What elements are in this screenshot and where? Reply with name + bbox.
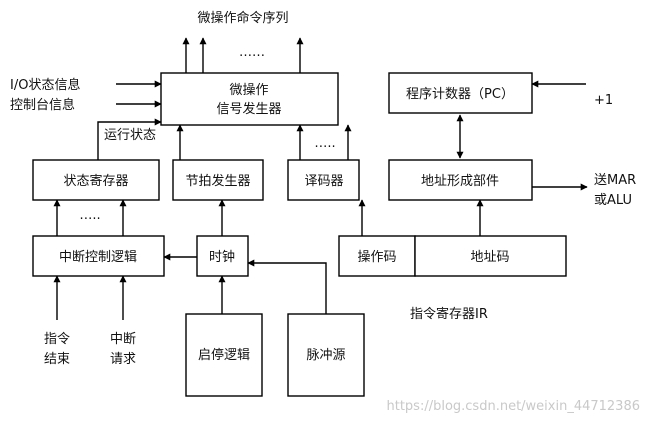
start-stop-box xyxy=(185,313,263,397)
increment-label: +1 xyxy=(594,93,613,108)
interrupt-control-box xyxy=(32,235,165,277)
decoder-ellipsis: ….. xyxy=(314,136,335,151)
watermark-text: https://blog.csdn.net/weixin_44712386 xyxy=(386,399,640,414)
clock-label: 时钟 xyxy=(209,249,235,265)
run-status-arrow xyxy=(97,118,162,160)
run-status-label: 运行状态 xyxy=(104,128,156,143)
int-ellipsis: ….. xyxy=(79,208,100,223)
address-formation-box xyxy=(388,159,533,201)
io-status-label: I/O状态信息 xyxy=(10,77,80,93)
pulse-source-label: 脉冲源 xyxy=(306,348,345,363)
decoder-box xyxy=(287,159,360,201)
micro-op-generator-label-1: 微操作 xyxy=(229,82,268,98)
pulse-source-box xyxy=(287,313,365,397)
opcode-box xyxy=(338,235,416,277)
int-request-label-1: 中断 xyxy=(110,332,136,347)
interrupt-control-label: 中断控制逻辑 xyxy=(59,250,137,265)
instruction-register-label: 指令寄存器IR xyxy=(410,306,488,322)
beat-generator-box xyxy=(172,159,264,201)
console-info-label: 控制台信息 xyxy=(10,97,75,113)
start-stop-label: 启停逻辑 xyxy=(198,347,250,363)
status-register-box xyxy=(32,159,160,201)
status-register-label: 状态寄存器 xyxy=(63,173,128,189)
program-counter-box xyxy=(388,72,533,114)
int-request-label-2: 请求 xyxy=(110,352,136,367)
instr-end-label-1: 指令 xyxy=(44,332,70,347)
address-code-label: 地址码 xyxy=(470,250,509,265)
instr-end-label-2: 结束 xyxy=(44,352,70,367)
address-formation-label: 地址形成部件 xyxy=(421,174,499,189)
micro-op-sequence-title: 微操作命令序列 xyxy=(197,10,288,26)
pulse-to-clock-arrow xyxy=(247,259,327,314)
beat-generator-label: 节拍发生器 xyxy=(185,173,250,189)
micro-op-generator-box xyxy=(160,72,339,126)
decoder-label: 译码器 xyxy=(304,174,343,189)
to-mar-label: 送MAR xyxy=(594,173,636,188)
address-code-box xyxy=(414,235,567,277)
micro-op-generator-label-2: 信号发生器 xyxy=(216,101,281,117)
or-alu-label: 或ALU xyxy=(594,193,632,208)
clock-box xyxy=(196,235,249,277)
program-counter-label: 程序计数器（PC） xyxy=(406,87,514,102)
opcode-label: 操作码 xyxy=(357,249,396,265)
output-ellipsis: …… xyxy=(239,45,265,60)
